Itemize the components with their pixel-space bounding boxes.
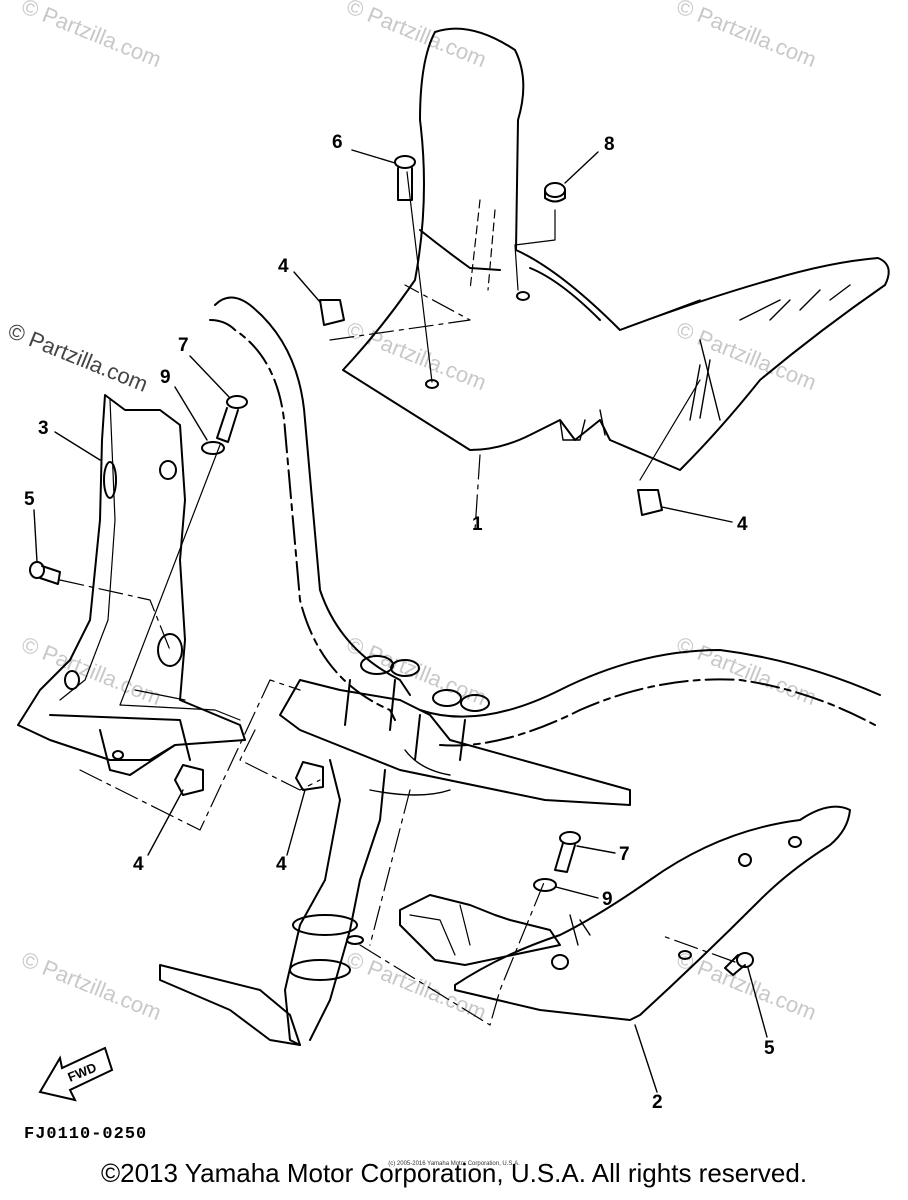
watermark: © Partzilla.com: [18, 0, 165, 72]
callout-labels: 6 8 4 7 9 3 5 1 4 4 4 7 9 5 2: [24, 132, 775, 1113]
callout-6: 6: [332, 132, 343, 153]
handlebar: [209, 296, 881, 747]
watermark: © Partzilla.com: [343, 0, 490, 72]
copyright-notice: ©2013 Yamaha Motor Corporation, U.S.A. A…: [100, 1158, 808, 1188]
callout-2: 2: [652, 1092, 663, 1113]
watermark: © Partzilla.com: [673, 946, 820, 1025]
watermark: © Partzilla.com: [343, 946, 490, 1025]
callout-4: 4: [276, 854, 287, 875]
fwd-arrow-icon: FWD: [38, 1046, 114, 1102]
callout-9: 9: [602, 889, 613, 910]
callout-7: 7: [619, 844, 630, 865]
part-2-right-cover: [399, 805, 851, 1021]
fasteners: [29, 155, 754, 976]
callout-3: 3: [38, 418, 49, 439]
callout-1: 1: [472, 514, 483, 535]
callout-4: 4: [278, 256, 289, 277]
callout-8: 8: [604, 134, 615, 155]
steering-column: [159, 655, 631, 1046]
callout-4: 4: [737, 514, 748, 535]
callout-7: 7: [178, 335, 189, 356]
figure-code: FJ0110-0250: [24, 1125, 148, 1144]
watermark: © Partzilla.com: [18, 631, 165, 710]
watermark: © Partzilla.com: [673, 631, 820, 710]
part-3-left-cover: [17, 394, 246, 776]
callout-4: 4: [133, 854, 144, 875]
assembly-lines: [59, 171, 736, 1026]
watermark: © Partzilla.com: [673, 0, 820, 72]
callout-5: 5: [764, 1038, 775, 1059]
watermark: © Partzilla.com: [673, 316, 820, 395]
small-copyright: (c) 2005-2016 Yamaha Motor Corporation, …: [388, 1161, 520, 1167]
callout-9: 9: [160, 367, 171, 388]
leader-lines: [33, 149, 768, 1093]
callout-5: 5: [24, 489, 35, 510]
part-1-upper-cover: [342, 27, 890, 471]
watermark: © Partzilla.com: [18, 946, 165, 1025]
